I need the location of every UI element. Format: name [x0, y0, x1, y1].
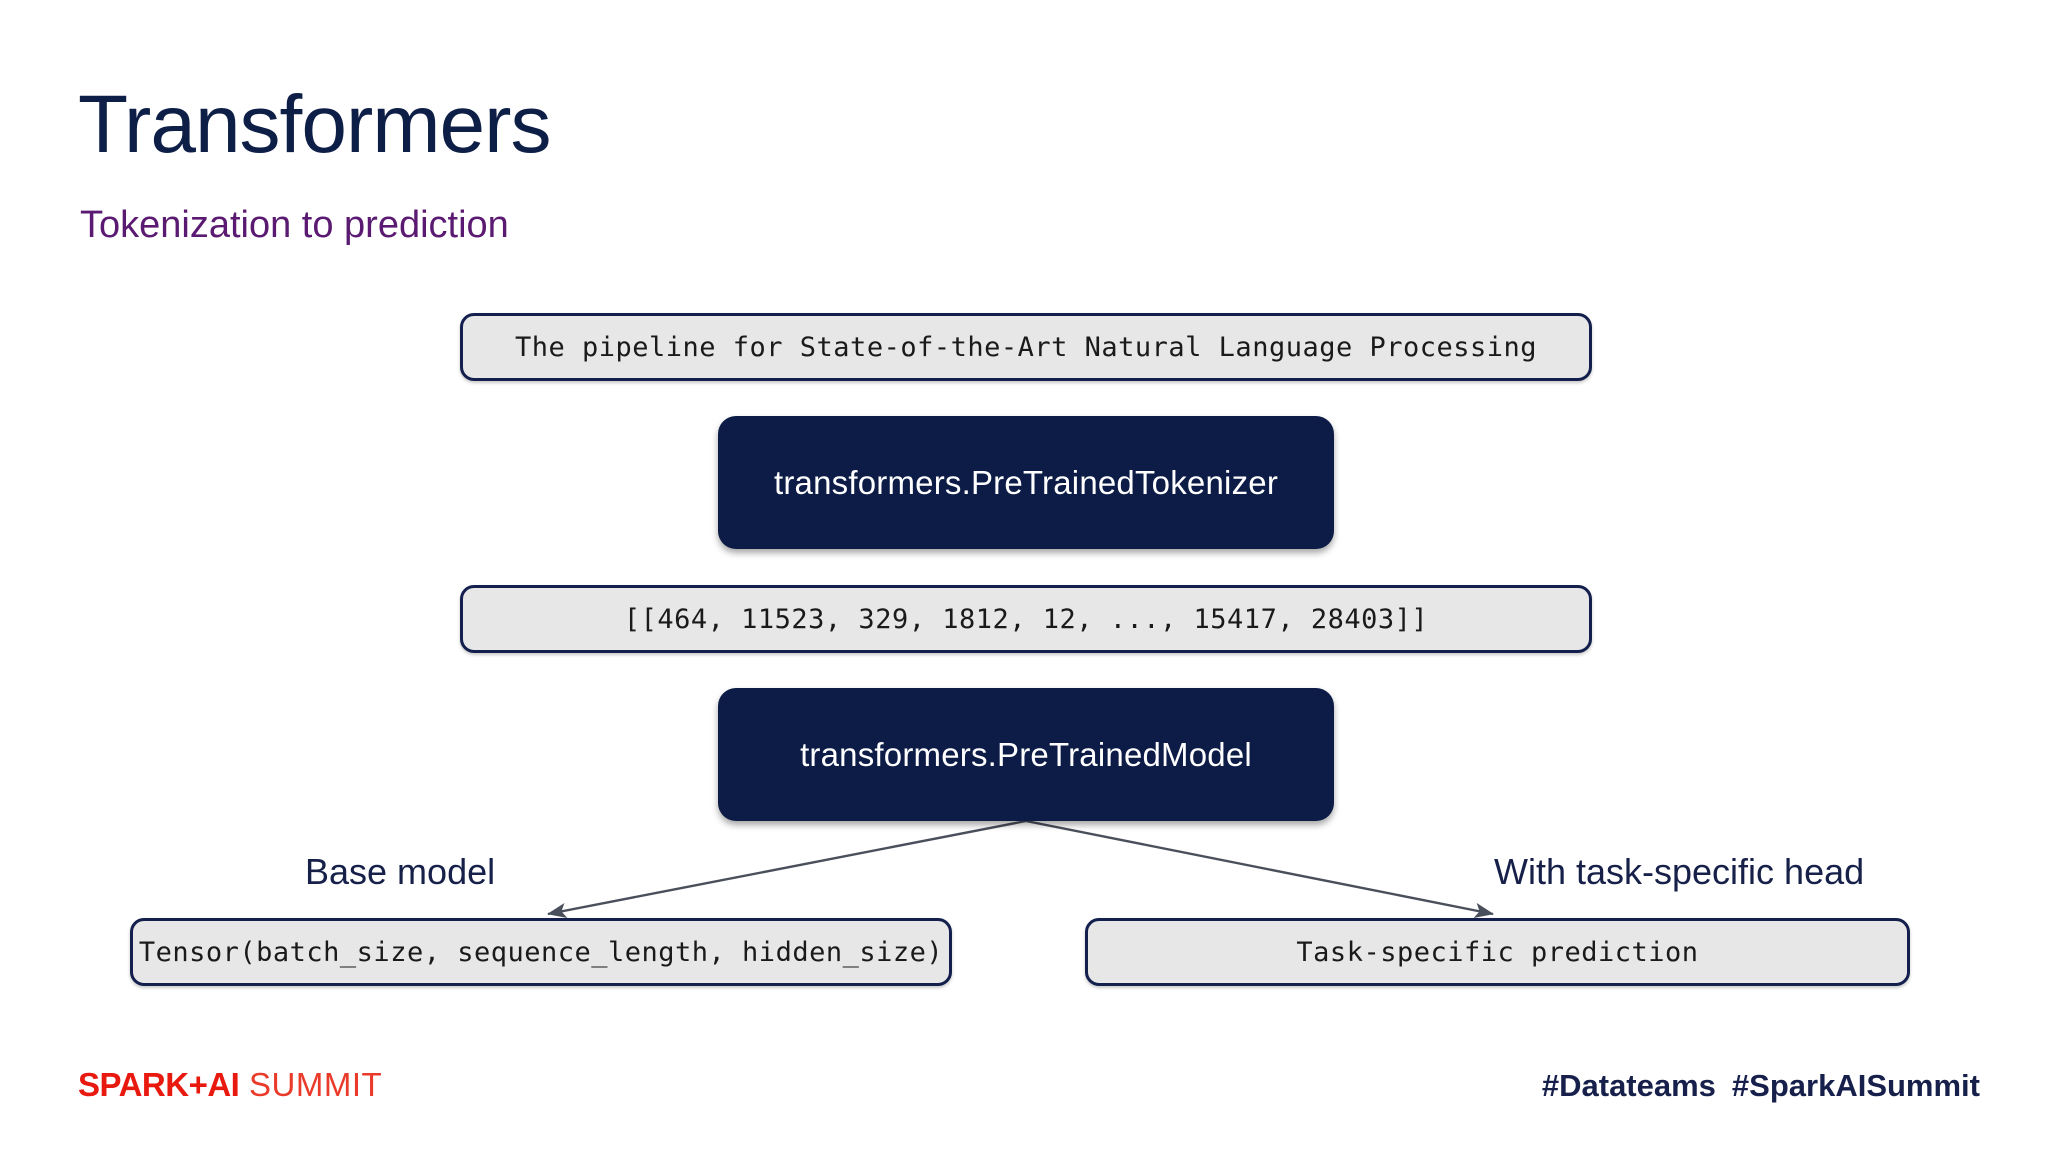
- node-pretrained-model: transformers.PreTrainedModel: [718, 688, 1334, 821]
- node-pretrained-tokenizer: transformers.PreTrainedTokenizer: [718, 416, 1334, 549]
- branch-label-task-specific-head: With task-specific head: [1494, 851, 1865, 892]
- hashtag-sparkaisummit: #SparkAISummit: [1731, 1068, 1980, 1103]
- node-input-text: The pipeline for State-of-the-Art Natura…: [460, 313, 1592, 381]
- node-token-ids: [[464, 11523, 329, 1812, 12, ..., 15417,…: [460, 585, 1592, 653]
- footer-hashtags: #Datateams #SparkAISummit: [1542, 1070, 1980, 1101]
- node-task-specific-prediction: Task-specific prediction: [1085, 918, 1910, 986]
- hashtag-datateams: #Datateams: [1541, 1068, 1716, 1103]
- branch-label-base-model: Base model: [305, 851, 496, 892]
- page-title: Transformers: [78, 79, 551, 170]
- logo-spark-ai: SPARK+AI: [78, 1066, 240, 1103]
- connector-model-to-tensor: [547, 819, 1027, 919]
- page-subtitle: Tokenization to prediction: [80, 204, 509, 246]
- connector-model-to-prediction: [1025, 819, 1494, 918]
- logo-summit: SUMMIT: [239, 1066, 383, 1103]
- spark-ai-summit-logo: SPARK+AI SUMMIT: [78, 1068, 382, 1101]
- node-output-tensor: Tensor(batch_size, sequence_length, hidd…: [130, 918, 952, 986]
